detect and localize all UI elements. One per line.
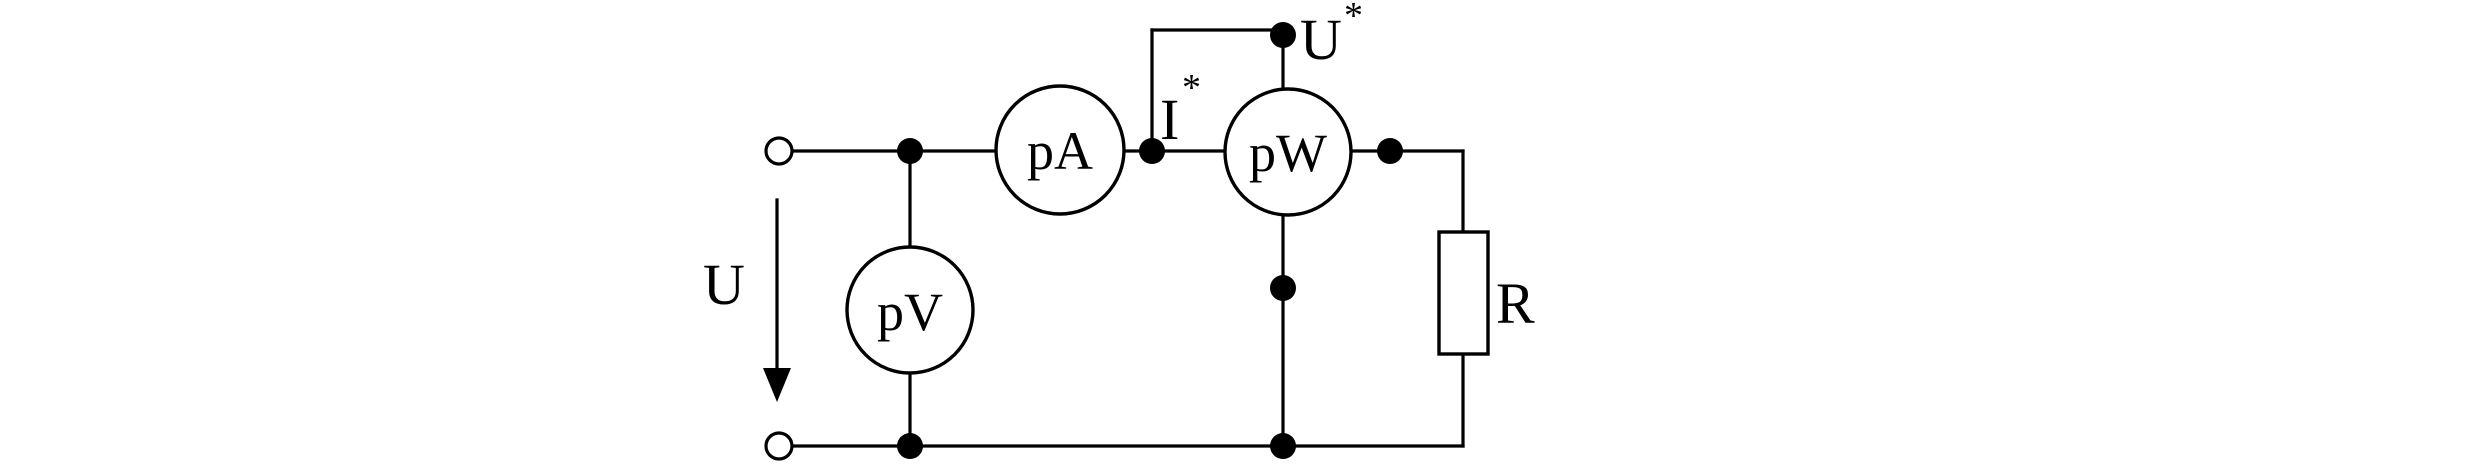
junction-voltmeter-bottom <box>897 433 923 459</box>
voltmeter-circle <box>845 245 975 375</box>
current-terminal-label: I <box>1160 87 1179 152</box>
junction-output <box>1377 138 1403 164</box>
junction-voltmeter-top <box>897 138 923 164</box>
ammeter-label: pA <box>1027 121 1093 181</box>
voltage-arrow-head <box>763 368 791 402</box>
load-resistor <box>1437 230 1490 356</box>
junction-wattmeter-bottom <box>1270 433 1296 459</box>
ammeter: pA <box>994 84 1126 216</box>
input-terminal-top <box>764 136 794 166</box>
wattmeter: pW <box>1223 87 1353 217</box>
wattmeter-circle <box>1223 87 1353 217</box>
source-voltage-label: U <box>703 252 745 317</box>
junction-current-terminal <box>1139 138 1165 164</box>
voltmeter-label: pV <box>877 282 943 342</box>
voltage-terminal-label: U <box>1300 7 1342 72</box>
junction-voltage-terminal <box>1270 22 1296 48</box>
junction-wattmeter-low <box>1270 275 1296 301</box>
ammeter-circle <box>994 84 1126 216</box>
voltmeter: pV <box>845 245 975 375</box>
wires <box>763 28 1465 448</box>
wattmeter-label: pW <box>1249 123 1327 183</box>
voltage-terminal-star: * <box>1344 0 1363 37</box>
current-terminal-star: * <box>1182 67 1201 109</box>
load-label: R <box>1496 271 1535 336</box>
input-terminal-bottom <box>764 431 794 461</box>
